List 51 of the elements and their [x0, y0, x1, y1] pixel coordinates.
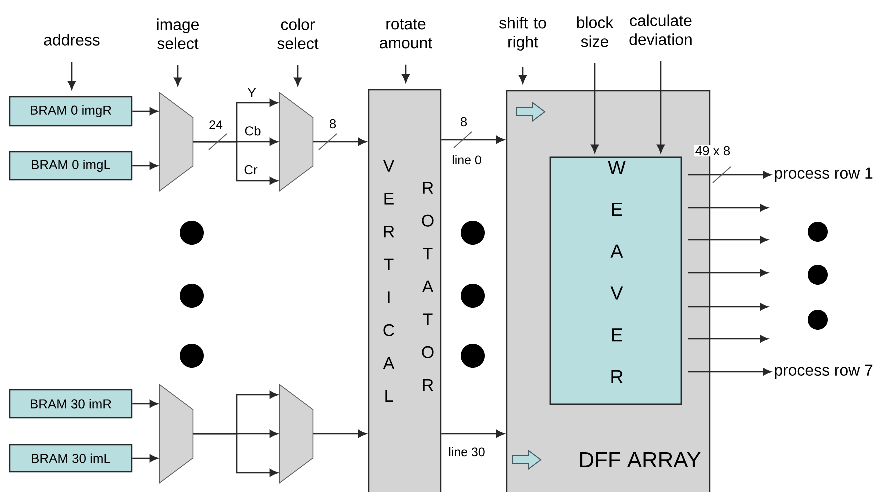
signal-label: image select — [157, 18, 199, 50]
signal-label: shift to right — [500, 17, 546, 51]
arrow — [657, 62, 665, 154]
edge-label: 49 x 8 — [694, 145, 732, 157]
weaver-block: WEAVER — [550, 156, 682, 405]
output-label: process row 1 — [775, 168, 873, 182]
arrow — [132, 454, 158, 462]
arrow — [132, 162, 158, 170]
multiplexer — [159, 384, 194, 484]
signal-label: color select — [278, 18, 319, 50]
memory-box: BRAM 0 imgL — [9, 151, 133, 181]
arrow — [193, 141, 278, 185]
arrow — [591, 64, 599, 154]
output-label: process row 7 — [775, 364, 873, 380]
multiplexer — [279, 384, 314, 484]
arrow — [688, 368, 772, 376]
edge-label: Cb — [244, 125, 262, 137]
arrow — [294, 66, 302, 86]
arrow — [688, 335, 768, 343]
memory-box: BRAM 30 imL — [9, 444, 133, 473]
arrow — [132, 400, 158, 408]
signal-label: line 0 — [452, 155, 482, 165]
signal-label: address — [44, 34, 100, 46]
multiplexer — [159, 92, 194, 192]
signal-label: rotate amount — [380, 19, 432, 49]
arrow — [688, 269, 768, 277]
edge-label: Cr — [243, 164, 259, 176]
arrow — [519, 67, 527, 84]
arrow — [442, 430, 505, 438]
signal-label: 24 — [210, 120, 223, 130]
arrow — [174, 66, 182, 86]
arrow — [313, 430, 367, 438]
arrow — [132, 108, 158, 116]
rotator-block: VERTICAL ROTATOR — [368, 89, 442, 492]
arrow — [688, 236, 768, 244]
arrow — [68, 62, 76, 90]
memory-box: BRAM 0 imgR — [9, 96, 133, 127]
arrow — [313, 138, 367, 146]
arrow — [402, 64, 410, 83]
arrow — [688, 204, 768, 212]
arrow — [688, 303, 768, 311]
signal-label: block size — [577, 16, 614, 48]
edge-label: 8 — [459, 116, 469, 128]
arrow — [193, 433, 278, 477]
arrow — [442, 136, 505, 144]
edge-label: 8 — [328, 118, 338, 130]
arrow — [688, 171, 772, 179]
edge-label: Y — [246, 88, 258, 98]
memory-box: BRAM 30 imR — [9, 389, 133, 419]
multiplexer — [279, 92, 314, 192]
signal-label: calculate deviation — [630, 14, 692, 46]
